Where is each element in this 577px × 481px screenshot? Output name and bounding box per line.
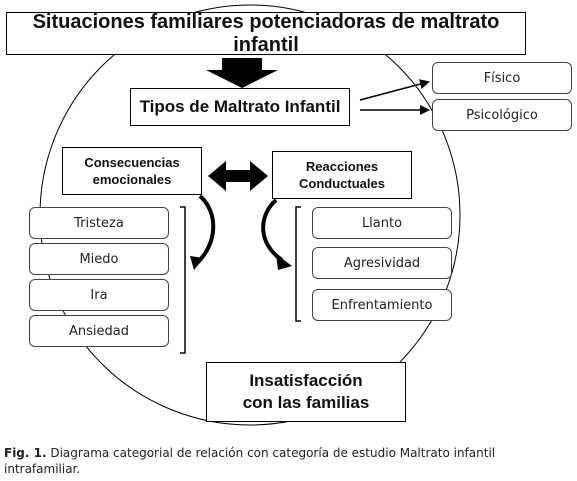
curved-arrow-left bbox=[196, 194, 216, 264]
behavior-item: Agresividad bbox=[312, 247, 452, 279]
emotion-item: Ira bbox=[29, 279, 169, 311]
main-title: Situaciones familiares potenciadoras de … bbox=[32, 10, 500, 56]
fisico-box: Físico bbox=[432, 62, 572, 94]
main-title-box: Situaciones familiares potenciadoras de … bbox=[6, 10, 526, 56]
consecuencias-line2: emocionales bbox=[92, 172, 172, 187]
consecuencias-box: Consecuencias emocionales bbox=[62, 147, 202, 195]
tipos-maltrato-box: Tipos de Maltrato Infantil bbox=[130, 88, 350, 126]
psicologico-label: Psicológico bbox=[466, 107, 538, 123]
caption-label: Fig. 1. bbox=[4, 446, 47, 460]
fisico-label: Físico bbox=[483, 70, 521, 86]
curved-arrow-left-head-icon bbox=[190, 256, 204, 270]
insatisfaccion-box: Insatisfacción con las familias bbox=[206, 362, 406, 422]
psicologico-box: Psicológico bbox=[432, 99, 572, 131]
arrow-to-fisico bbox=[359, 79, 430, 101]
reacciones-line1: Reacciones bbox=[305, 159, 379, 174]
insatisfaccion-line2: con las familias bbox=[242, 393, 370, 412]
emotion-ansiedad: Ansiedad bbox=[69, 323, 129, 339]
emotion-ira: Ira bbox=[90, 287, 108, 303]
figure-caption: Fig. 1. Diagrama categorial de relación … bbox=[4, 445, 564, 477]
behavior-llanto: Llanto bbox=[361, 215, 403, 231]
behavior-item: Llanto bbox=[312, 207, 452, 239]
double-arrow-icon bbox=[208, 161, 268, 191]
caption-text: Diagrama categorial de relación con cate… bbox=[4, 446, 496, 476]
emotion-item: Tristeza bbox=[29, 207, 169, 239]
curved-arrow-right-head-icon bbox=[276, 254, 292, 270]
tipos-maltrato-label: Tipos de Maltrato Infantil bbox=[139, 97, 341, 116]
insatisfaccion-line1: Insatisfacción bbox=[249, 371, 363, 390]
down-arrow-icon bbox=[206, 58, 278, 88]
emotion-item: Miedo bbox=[29, 243, 169, 275]
emotion-miedo: Miedo bbox=[79, 251, 119, 267]
reacciones-box: Reacciones Conductuales bbox=[272, 151, 412, 199]
bracket-right bbox=[295, 206, 301, 322]
emotion-tristeza: Tristeza bbox=[74, 215, 124, 231]
behavior-agresividad: Agresividad bbox=[343, 255, 421, 271]
behavior-enfrentamiento: Enfrentamiento bbox=[331, 297, 433, 313]
emotion-item: Ansiedad bbox=[29, 315, 169, 347]
bracket-left bbox=[180, 206, 186, 354]
behavior-item: Enfrentamiento bbox=[312, 289, 452, 321]
reacciones-line2: Conductuales bbox=[299, 176, 385, 191]
curved-arrow-right bbox=[261, 198, 284, 262]
consecuencias-line1: Consecuencias bbox=[84, 155, 180, 170]
